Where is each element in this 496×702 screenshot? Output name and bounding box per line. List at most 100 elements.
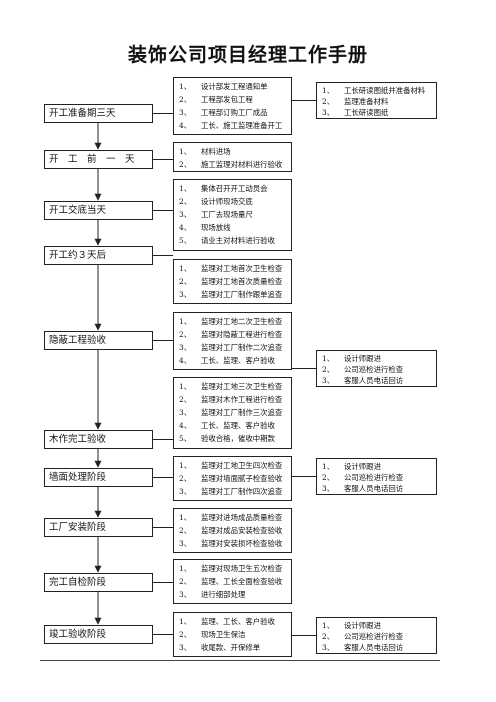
task-item-text: 工程部发包工程 — [201, 95, 253, 104]
task-item: 3、监理对工厂制作二次追查 — [179, 341, 291, 354]
stage-box: 木作完工验收 — [44, 430, 153, 449]
task-item: 2、监理对墙面腻子检查验收 — [179, 472, 291, 485]
task-item: 5、验收合格，催收中期款 — [179, 432, 291, 445]
task-item: 3、收尾款、开保修单 — [179, 641, 291, 654]
task-item-number: 4、 — [179, 223, 192, 232]
note-item: 3、客服人员电话回访 — [322, 375, 436, 386]
task-item: 1、监理对工地卫生四次检查 — [179, 459, 291, 472]
task-item-number: 1、 — [179, 184, 192, 193]
task-item-number: 3、 — [179, 590, 192, 599]
stage-box: 开工约３天后 — [44, 246, 153, 265]
task-item: 2、监理、工长全面检查验收 — [179, 575, 291, 588]
task-item-text: 集体召开开工动员会 — [201, 184, 268, 193]
task-item-text: 设计部发工程通知单 — [201, 82, 268, 91]
note-item-text: 监理准备材料 — [344, 97, 389, 106]
task-item: 1、监理对现场卫生五次检查 — [179, 562, 291, 575]
note-item-text: 客服人员电话回访 — [344, 643, 404, 652]
footer-rule — [40, 660, 440, 661]
task-item: 3、工厂去现场量尺 — [179, 208, 291, 221]
note-item-text: 设计师跟进 — [344, 621, 381, 630]
note-item-number: 2、 — [322, 632, 335, 641]
note-item-number: 2、 — [322, 97, 335, 106]
task-item: 1、监理对工地三次卫生检查 — [179, 380, 291, 393]
note-item: 3、客服人员电话回访 — [322, 483, 436, 494]
note-item-text: 工长研读图纸 — [344, 108, 389, 117]
task-item: 2、监理对隐蔽工程进行检查 — [179, 328, 291, 341]
task-item: 2、监理对成品安装检查验收 — [179, 524, 291, 537]
task-item-text: 工程部订购工厂成品 — [201, 108, 268, 117]
stage-box: 完工自检阶段 — [44, 573, 153, 592]
task-item-text: 施工监理对材料进行验收 — [201, 160, 283, 169]
task-item: 4、现场放线 — [179, 221, 291, 234]
task-item-text: 设计师现场交底 — [201, 197, 253, 206]
task-item-text: 监理对墙面腻子检查验收 — [201, 474, 283, 483]
stage-box: 墙面处理阶段 — [44, 468, 153, 487]
task-item-number: 4、 — [179, 121, 192, 130]
task-item-number: 3、 — [179, 643, 192, 652]
task-item-number: 3、 — [179, 408, 192, 417]
task-item-number: 1、 — [179, 82, 192, 91]
task-item-number: 1、 — [179, 382, 192, 391]
task-item-text: 监理对工地三次卫生检查 — [201, 382, 283, 391]
note-item-text: 设计师跟进 — [344, 354, 381, 363]
task-item: 2、现场卫生保洁 — [179, 628, 291, 641]
note-item: 1、设计师跟进 — [322, 620, 436, 631]
task-item-number: 2、 — [179, 474, 192, 483]
task-item: 1、监理对工地二次卫生检查 — [179, 315, 291, 328]
task-item-number: 2、 — [179, 277, 192, 286]
note-item-number: 3、 — [322, 643, 335, 652]
task-item-text: 工长、施工监理准备开工 — [201, 121, 283, 130]
task-item: 3、进行细部处理 — [179, 588, 291, 601]
task-item-text: 验收合格，催收中期款 — [201, 434, 275, 443]
note-item-text: 公司巡检进行检查 — [344, 365, 404, 374]
task-item: 4、工长、监理、客户验收 — [179, 419, 291, 432]
task-item-text: 监理对工地首次质量检查 — [201, 277, 283, 286]
task-item-number: 5、 — [179, 236, 192, 245]
task-item: 1、监理对工地首次卫生检查 — [179, 262, 291, 275]
task-item-text: 监理对安装损坏检查验收 — [201, 539, 283, 548]
stage-box: 开 工 前 一 天 — [44, 150, 153, 169]
task-item: 2、工程部发包工程 — [179, 93, 291, 106]
note-item: 2、公司巡检进行检查 — [322, 364, 436, 375]
task-item-number: 3、 — [179, 539, 192, 548]
task-item: 2、设计师现场交底 — [179, 195, 291, 208]
note-item-text: 公司巡检进行检查 — [344, 632, 404, 641]
task-item: 3、监理对安装损坏检查验收 — [179, 537, 291, 550]
task-item-number: 1、 — [179, 513, 192, 522]
note-item-text: 公司巡检进行检查 — [344, 473, 404, 482]
task-item: 1、集体召开开工动员会 — [179, 182, 291, 195]
task-item: 2、监理对工地首次质量检查 — [179, 275, 291, 288]
note-item-number: 2、 — [322, 473, 335, 482]
task-item-number: 3、 — [179, 290, 192, 299]
task-item: 4、工长、施工监理准备开工 — [179, 119, 291, 132]
note-item-text: 客服人员电话回访 — [344, 484, 404, 493]
task-item-text: 监理对工厂制作二次追查 — [201, 343, 283, 352]
task-item-number: 3、 — [179, 487, 192, 496]
stage-box: 竣工验收阶段 — [44, 625, 153, 644]
note-item: 2、公司巡检进行检查 — [322, 631, 436, 642]
task-item-text: 进行细部处理 — [201, 590, 246, 599]
stage-box: 开工准备期三天 — [44, 104, 153, 123]
task-item: 2、施工监理对材料进行验收 — [179, 158, 291, 171]
task-item-text: 监理对隐蔽工程进行检查 — [201, 330, 283, 339]
task-item-number: 2、 — [179, 95, 192, 104]
note-item-number: 2、 — [322, 365, 335, 374]
task-item: 3、监理对工厂制作三次追查 — [179, 406, 291, 419]
page-title: 装饰公司项目经理工作手册 — [127, 44, 368, 66]
note-item: 1、工长研读图纸并准备材料 — [322, 85, 436, 96]
stage-box: 隐蔽工程验收 — [44, 331, 153, 350]
task-item-number: 3、 — [179, 210, 192, 219]
task-item-text: 监理对工厂制作三次追查 — [201, 408, 283, 417]
note-item: 3、工长研读图纸 — [322, 107, 436, 118]
task-item-number: 2、 — [179, 630, 192, 639]
